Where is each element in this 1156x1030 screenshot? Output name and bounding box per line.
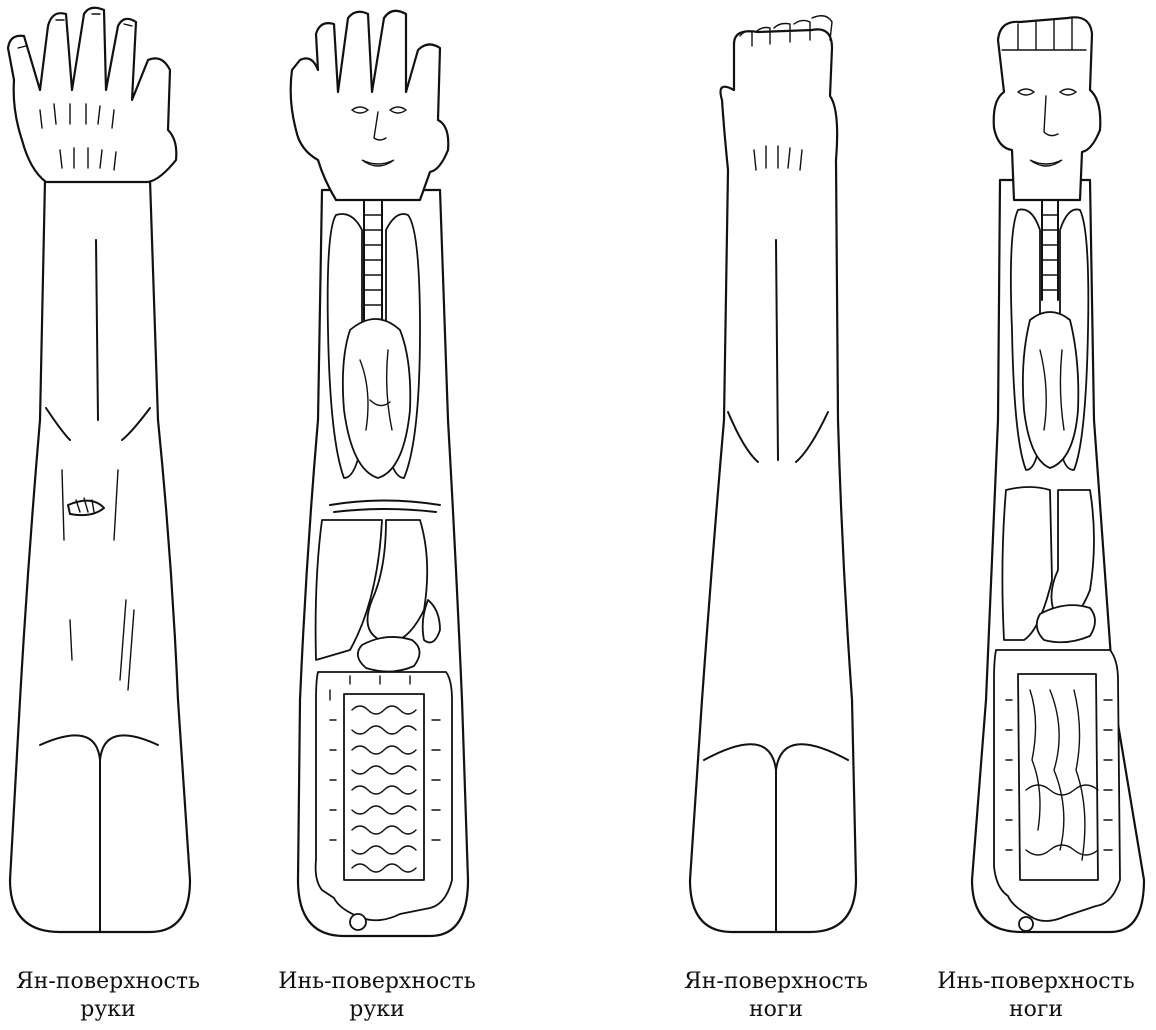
caption-yang-leg: Ян-поверхность ноги [656, 968, 896, 1024]
caption-yin-arm: Инь-поверхность руки [257, 968, 497, 1024]
yang-leg-figure [690, 16, 856, 932]
caption-yin-leg-line2: ноги [916, 996, 1156, 1024]
caption-yin-arm-line2: руки [257, 996, 497, 1024]
caption-yang-arm-line1: Ян-поверхность [0, 968, 228, 996]
caption-yang-leg-line1: Ян-поверхность [656, 968, 896, 996]
caption-yang-arm: Ян-поверхность руки [0, 968, 228, 1024]
caption-yang-leg-line2: ноги [656, 996, 896, 1024]
caption-yin-arm-line1: Инь-поверхность [257, 968, 497, 996]
yin-leg-figure [972, 17, 1144, 932]
caption-yin-leg-line1: Инь-поверхность [916, 968, 1156, 996]
caption-yin-leg: Инь-поверхность ноги [916, 968, 1156, 1024]
yang-arm-figure [8, 8, 190, 932]
yin-arm-figure [291, 11, 468, 936]
caption-yang-arm-line2: руки [0, 996, 228, 1024]
